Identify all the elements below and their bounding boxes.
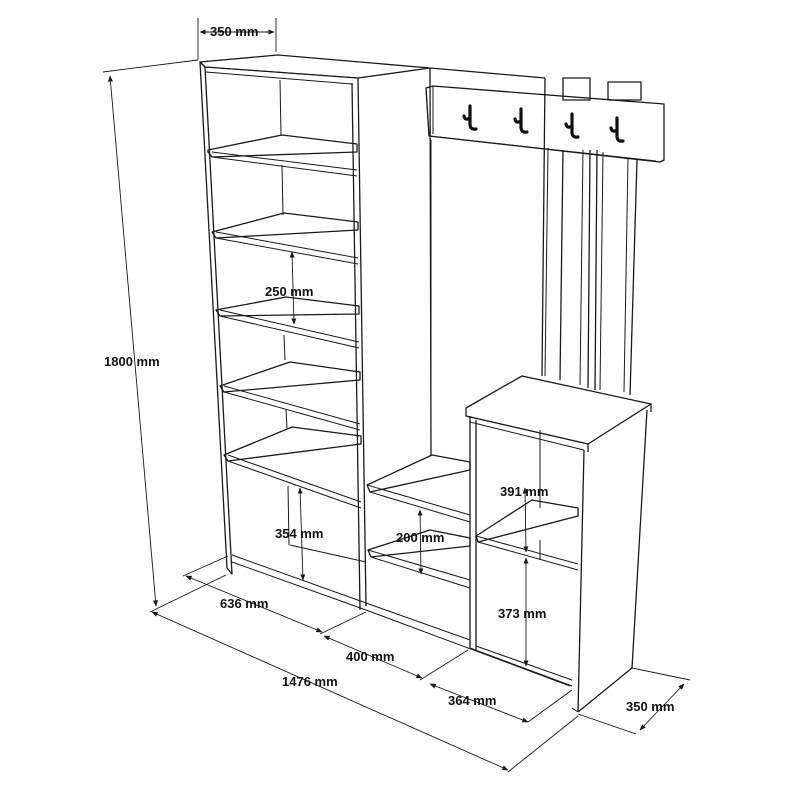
hook-icon [609, 116, 625, 143]
hook-icon [513, 107, 529, 134]
bottom-shelf-gap-label: 354 mm [275, 526, 323, 541]
bench-upper-gap-label: 391 mm [500, 484, 548, 499]
coat-rack-panels [425, 77, 665, 396]
coat-hooks [462, 104, 625, 143]
hook-icon [462, 104, 478, 131]
height-label: 1800 mm [104, 354, 160, 369]
top-depth-label: 350 mm [210, 24, 258, 39]
left-width-label: 636 mm [220, 596, 268, 611]
hook-icon [564, 112, 580, 139]
bench-lower-gap-label: 373 mm [498, 606, 546, 621]
middle-shoe-section [365, 67, 571, 687]
right-width-label: 364 mm [448, 693, 496, 708]
middle-shelf-gap-label: 200 mm [396, 530, 444, 545]
middle-width-label: 400 mm [346, 649, 394, 664]
shelf-gap-label: 250 mm [265, 284, 313, 299]
dimension-lines [102, 18, 691, 773]
total-width-label: 1476 mm [282, 674, 338, 689]
bench-cabinet [465, 375, 652, 713]
side-depth-label: 350 mm [626, 699, 674, 714]
dimension-labels: 350 mm 1800 mm 250 mm 354 mm 200 mm 391 … [104, 24, 674, 714]
